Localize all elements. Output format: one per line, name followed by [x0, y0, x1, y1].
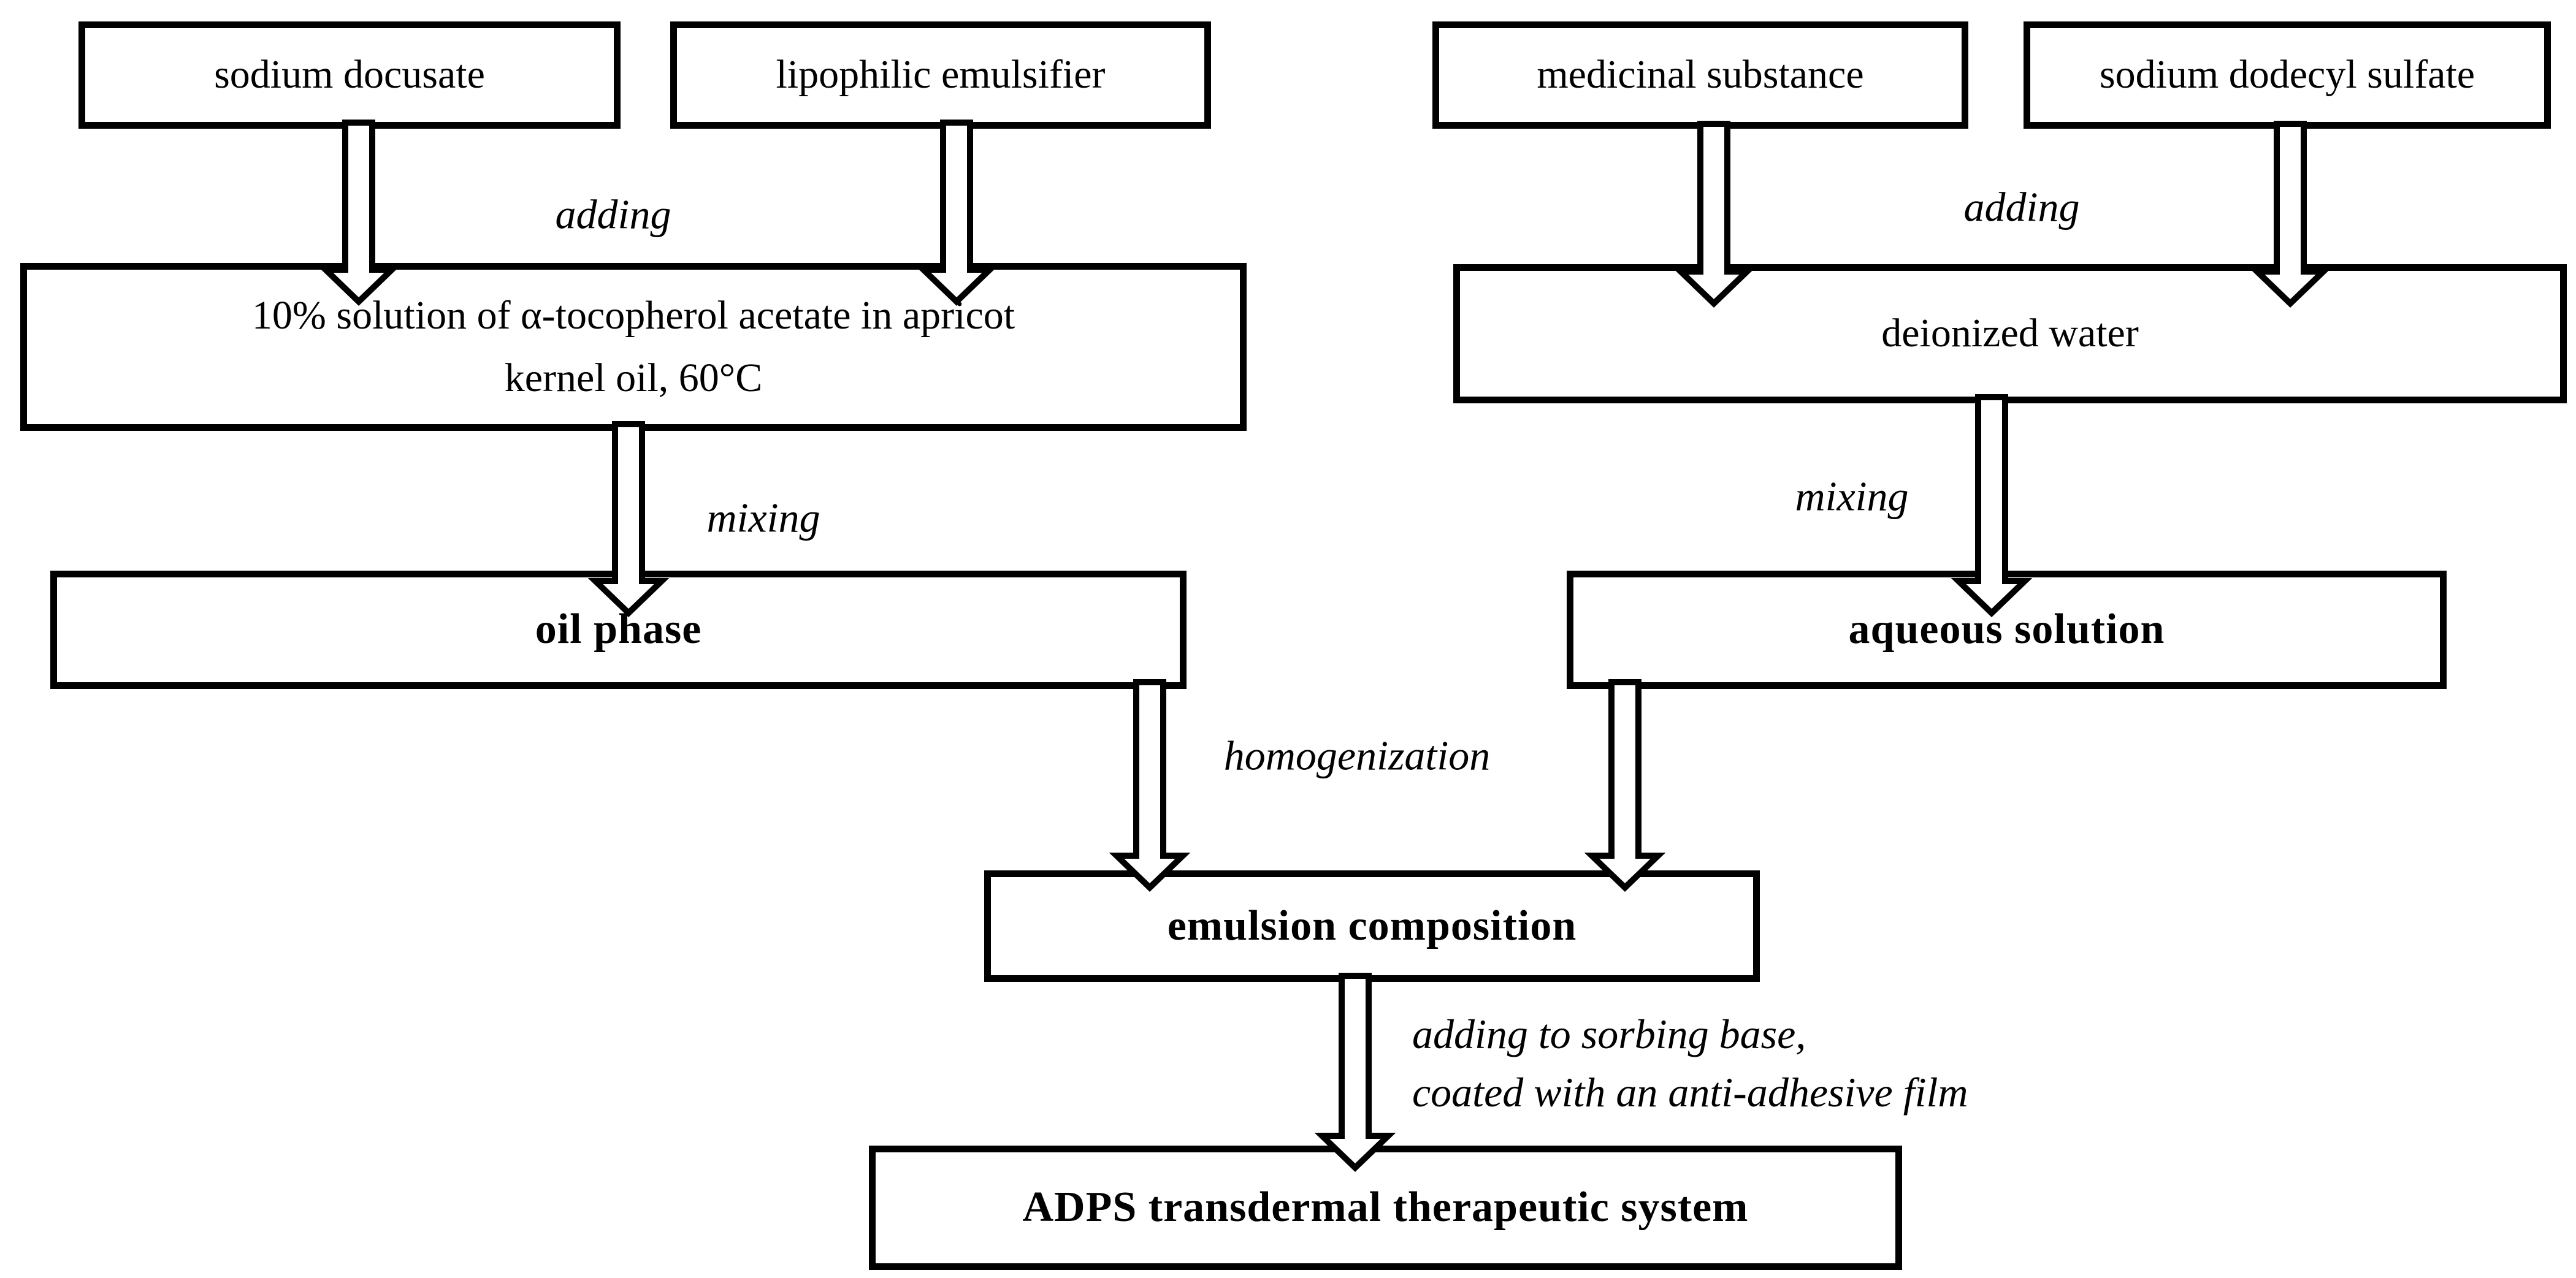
box-sodium-dodecyl-sulfate-label: sodium dodecyl sulfate: [2099, 52, 2475, 97]
box-lipophilic-emulsifier: lipophilic emulsifier: [670, 21, 1211, 129]
arrow-emulsion-to-adps: [1314, 973, 1396, 1172]
label-adding-left: adding: [555, 191, 671, 238]
box-emulsion-composition: emulsion composition: [984, 870, 1760, 982]
label-mixing-right: mixing: [1795, 473, 1909, 520]
box-aqueous-solution: aqueous solution: [1567, 571, 2447, 689]
box-sodium-docusate-label: sodium docusate: [214, 52, 485, 97]
box-tocopherol-solution-line1: 10% solution of α-tocopherol acetate in …: [251, 292, 1015, 338]
box-medicinal-substance: medicinal substance: [1432, 21, 1968, 129]
box-adps-system: ADPS transdermal therapeutic system: [869, 1146, 1902, 1270]
box-sodium-dodecyl-sulfate: sodium dodecyl sulfate: [2024, 21, 2551, 129]
label-mixing-left: mixing: [706, 494, 820, 541]
box-oil-phase: oil phase: [50, 571, 1187, 689]
arrow-oil-phase-to-emulsion: [1109, 679, 1191, 892]
box-oil-phase-label: oil phase: [535, 606, 702, 653]
box-tocopherol-solution-line2: kernel oil, 60°C: [504, 356, 763, 400]
label-sorbing-note: adding to sorbing base, coated with an a…: [1412, 1005, 1968, 1122]
box-deionized-water: deionized water: [1453, 264, 2567, 403]
label-homogenization: homogenization: [1223, 732, 1491, 779]
box-aqueous-solution-label: aqueous solution: [1848, 606, 2165, 653]
box-emulsion-composition-label: emulsion composition: [1167, 902, 1577, 949]
box-lipophilic-emulsifier-label: lipophilic emulsifier: [776, 52, 1106, 97]
box-medicinal-substance-label: medicinal substance: [1537, 52, 1864, 97]
arrow-aqueous-to-emulsion: [1584, 679, 1666, 892]
label-sorbing-note-line2: coated with an anti-adhesive film: [1412, 1069, 1968, 1116]
box-adps-system-label: ADPS transdermal therapeutic system: [1022, 1184, 1749, 1231]
box-sodium-docusate: sodium docusate: [78, 21, 621, 129]
box-deionized-water-label: deionized water: [1881, 311, 2139, 356]
box-tocopherol-solution: 10% solution of α-tocopherol acetate in …: [20, 263, 1247, 431]
label-sorbing-note-line1: adding to sorbing base,: [1412, 1011, 1806, 1057]
label-adding-right: adding: [1963, 183, 2080, 230]
